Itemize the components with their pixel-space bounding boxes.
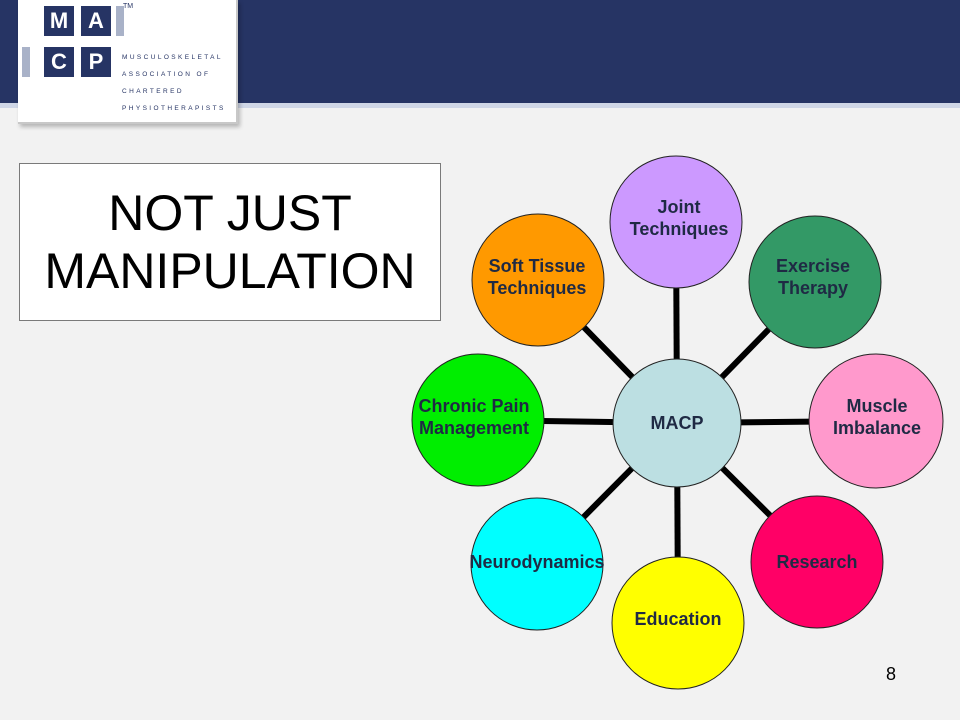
node-label-exercise-therapy: Exercise	[776, 256, 850, 276]
node-research	[750, 495, 884, 629]
header-divider	[0, 103, 960, 108]
node-label-neurodynamics: Neurodynamics	[469, 552, 604, 572]
node-label-joint-techniques: Techniques	[630, 219, 729, 239]
node-label-research: Research	[776, 552, 857, 572]
node-label-chronic-pain-management: Chronic Pain	[418, 396, 529, 416]
logo-letter-p: P	[81, 47, 111, 77]
logo-text-line: PHYSIOTHERAPISTS	[122, 105, 226, 112]
logo-text-line: CHARTERED	[122, 88, 184, 95]
slide-title-line-1: NOT JUST	[108, 185, 352, 241]
node-label-chronic-pain-management: Management	[419, 418, 529, 438]
logo-square-grey	[116, 6, 124, 36]
node-label-soft-tissue-techniques: Techniques	[488, 278, 587, 298]
node-label-exercise-therapy: Therapy	[778, 278, 848, 298]
node-neurodynamics	[470, 497, 604, 631]
logo-letter-a: A	[81, 6, 111, 36]
logo-trademark: TM	[123, 3, 134, 10]
node-label-muscle-imbalance: Imbalance	[833, 418, 921, 438]
node-exercise-therapy	[748, 215, 882, 349]
logo-text-line: MUSCULOSKELETAL	[122, 54, 223, 61]
logo-letter-c: C	[44, 47, 74, 77]
node-soft-tissue-techniques	[471, 213, 605, 347]
logo-letter-m: M	[44, 6, 74, 36]
node-center	[612, 358, 742, 488]
slide-title-line-2: MANIPULATION	[44, 243, 416, 299]
node-joint-techniques	[609, 155, 743, 289]
node-muscle-imbalance	[808, 353, 944, 489]
node-label-muscle-imbalance: Muscle	[846, 396, 907, 416]
page-number: 8	[886, 664, 897, 684]
logo-text-line: ASSOCIATION OF	[122, 71, 211, 78]
macp-logo: M A TM C P MUSCULOSKELETAL ASSOCIATION O…	[18, 0, 238, 124]
node-label-soft-tissue-techniques: Soft Tissue	[489, 256, 586, 276]
slide-title-box: NOT JUST MANIPULATION	[19, 163, 441, 321]
node-label-joint-techniques: Joint	[658, 197, 701, 217]
node-education	[611, 556, 745, 690]
node-chronic-pain-management	[411, 353, 545, 487]
logo-square-grey-left	[22, 47, 30, 77]
node-center-label: MACP	[651, 413, 704, 433]
node-label-education: Education	[634, 609, 721, 629]
